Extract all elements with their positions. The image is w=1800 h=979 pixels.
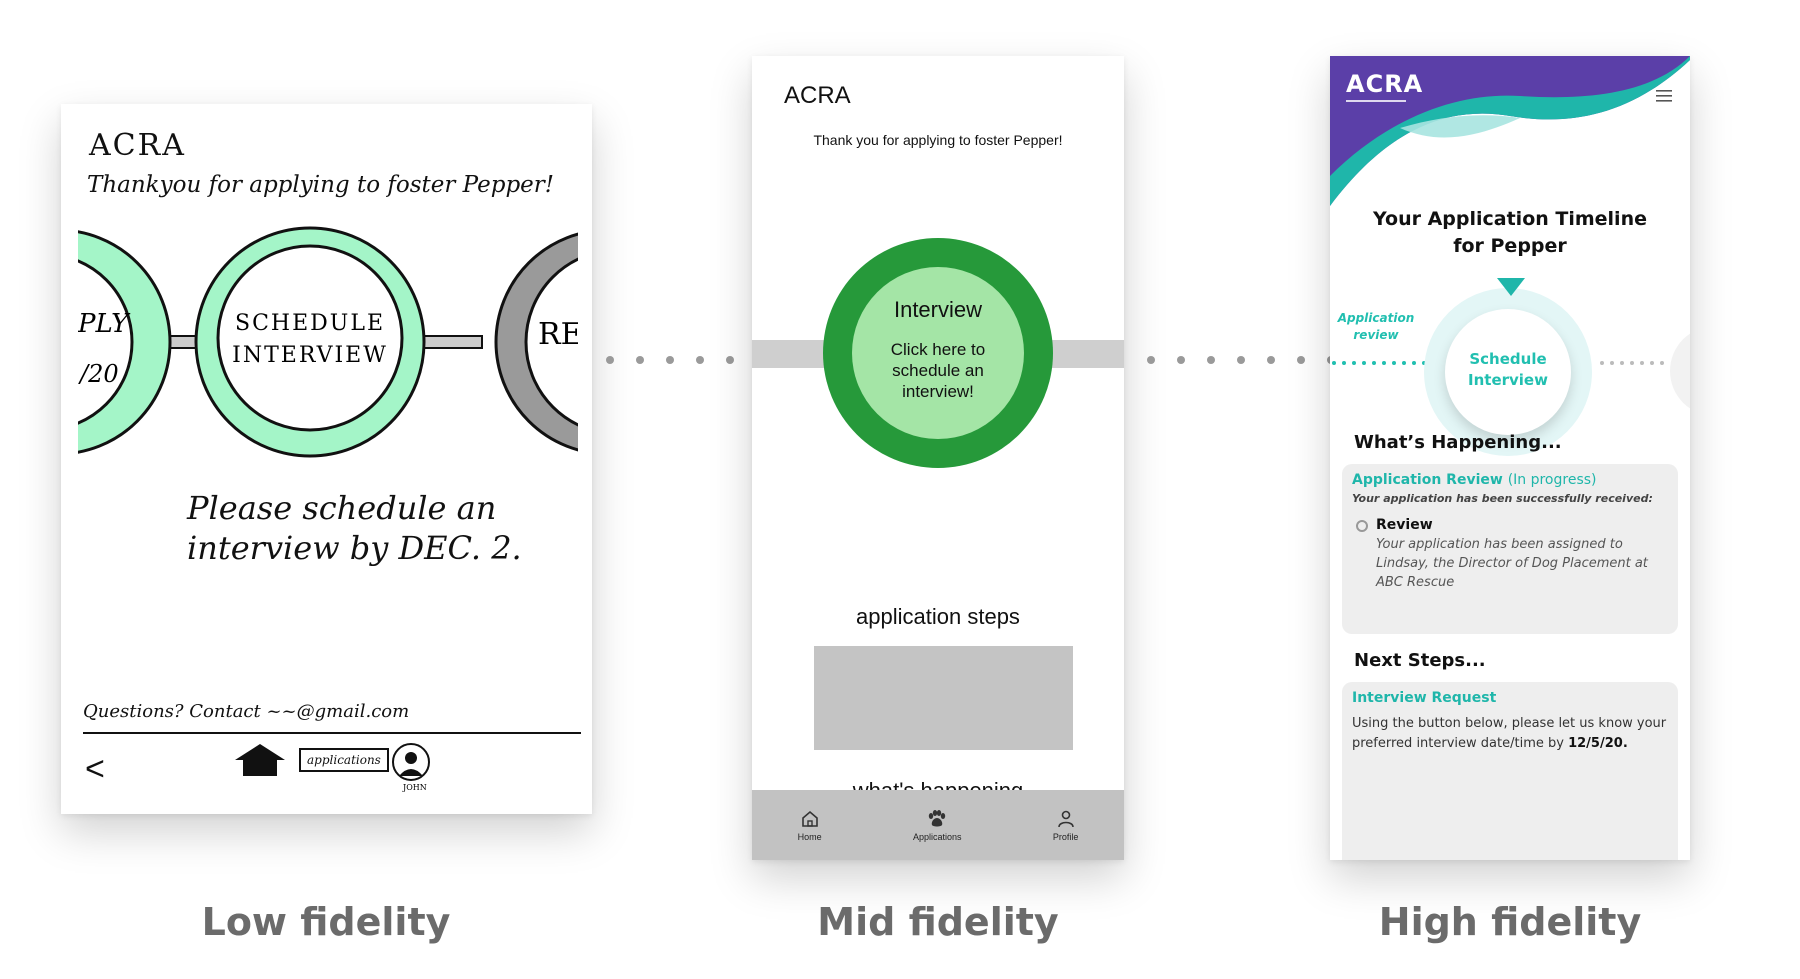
profile-icon[interactable]: JOHN xyxy=(389,742,439,792)
page-title-line2: for Pepper xyxy=(1453,235,1567,257)
nav-home[interactable]: Home xyxy=(798,809,822,842)
right-step-label: RE xyxy=(538,317,578,352)
schedule-interview-button[interactable]: Schedule Interview xyxy=(1445,309,1571,435)
hamburger-menu-icon[interactable] xyxy=(1654,88,1674,104)
review-status: (In progress) xyxy=(1507,472,1597,488)
review-item-title: Review xyxy=(1376,517,1433,533)
next-step-node[interactable] xyxy=(1670,326,1690,416)
review-item: Review Your application has been assigne… xyxy=(1352,517,1668,592)
instruction-line2: interview by DEC. 2. xyxy=(187,529,522,567)
brand-logo: ACRA xyxy=(784,82,851,109)
low-fidelity-screen: ACRA Thankyou for applying to foster Pep… xyxy=(61,104,592,814)
prev-step-label[interactable]: Application review xyxy=(1337,311,1415,342)
application-steps-placeholder xyxy=(814,646,1073,750)
thanks-message: Thankyou for applying to foster Pepper! xyxy=(87,172,555,198)
high-fidelity-label: High fidelity xyxy=(1378,900,1642,944)
mid-fidelity-label: Mid fidelity xyxy=(817,900,1059,944)
nav-applications-label: Applications xyxy=(912,831,962,842)
nav-divider xyxy=(83,732,581,734)
low-fidelity-label: Low fidelity xyxy=(201,900,451,944)
logo-tagline-line xyxy=(1346,100,1406,102)
review-card-subtitle: Your application has been successfully r… xyxy=(1352,492,1653,505)
instruction-line1: Please schedule an xyxy=(187,489,497,527)
pending-connector xyxy=(1600,361,1664,365)
page-title: Your Application Timeline for Pepper xyxy=(1330,206,1690,260)
interview-step-title: Interview xyxy=(893,297,983,322)
center-step-line1: SCHEDULE xyxy=(235,311,385,336)
profile-name: JOHN xyxy=(402,783,427,792)
connector-dots-2 xyxy=(1147,356,1335,364)
review-radio[interactable] xyxy=(1356,520,1368,532)
interview-step-text: Click here to schedule an interview! xyxy=(890,340,986,401)
back-icon[interactable]: < xyxy=(85,750,105,788)
bottom-nav: Home Applications Profile xyxy=(752,790,1124,860)
left-step-line2: /20 xyxy=(78,360,119,388)
left-step-line1: PLY xyxy=(78,309,131,339)
interview-card-body: Using the button below, please let us kn… xyxy=(1352,714,1668,754)
contact-info: Questions? Contact ~~@gmail.com xyxy=(83,701,410,722)
brand-logo: ACRA xyxy=(89,128,186,163)
connector-dots-1 xyxy=(606,356,734,364)
applications-button[interactable]: applications xyxy=(299,748,389,772)
center-step-line2: INTERVIEW xyxy=(232,343,388,368)
nav-profile[interactable]: Profile xyxy=(1052,809,1079,842)
application-steps-heading: application steps xyxy=(856,604,1020,629)
thanks-message: Thank you for applying to foster Pepper! xyxy=(813,132,1063,148)
whats-happening-heading: What’s Happening... xyxy=(1354,432,1562,453)
schedule-instruction: Please schedule an interview by DEC. 2. xyxy=(187,488,522,568)
review-item-desc: Your application has been assigned to Li… xyxy=(1376,537,1648,590)
header-wave xyxy=(1330,56,1690,206)
interview-deadline: 12/5/20. xyxy=(1568,736,1628,751)
nav-home-label: Home xyxy=(797,831,822,842)
nav-applications[interactable]: Applications xyxy=(913,809,962,842)
current-step-pointer xyxy=(1497,278,1525,296)
paw-icon xyxy=(929,809,946,826)
high-fidelity-screen: ACRA Your Application Timeline for Peppe… xyxy=(1330,56,1690,860)
application-review-card: Application Review (In progress) Your ap… xyxy=(1342,464,1678,634)
next-steps-heading: Next Steps... xyxy=(1354,650,1486,671)
interview-card-title: Interview Request xyxy=(1352,690,1497,706)
page-title-line1: Your Application Timeline xyxy=(1373,208,1647,230)
home-icon[interactable] xyxy=(233,742,287,778)
mid-fidelity-screen: ACRA Thank you for applying to foster Pe… xyxy=(752,56,1124,860)
review-card-title-text: Application Review xyxy=(1352,472,1503,488)
brand-logo: ACRA xyxy=(1346,70,1424,98)
nav-profile-label: Profile xyxy=(1052,831,1079,842)
interview-step-button[interactable]: Interview Click here to schedule an inte… xyxy=(852,267,1024,439)
interview-card-text: Using the button below, please let us kn… xyxy=(1352,716,1667,751)
review-card-title: Application Review (In progress) xyxy=(1352,472,1668,488)
interview-request-card: Interview Request Using the button below… xyxy=(1342,682,1678,860)
timeline-sketch: PLY /20 SCHEDULE INTERVIEW RE xyxy=(78,226,578,458)
home-icon xyxy=(801,810,818,827)
person-icon xyxy=(1057,810,1074,827)
